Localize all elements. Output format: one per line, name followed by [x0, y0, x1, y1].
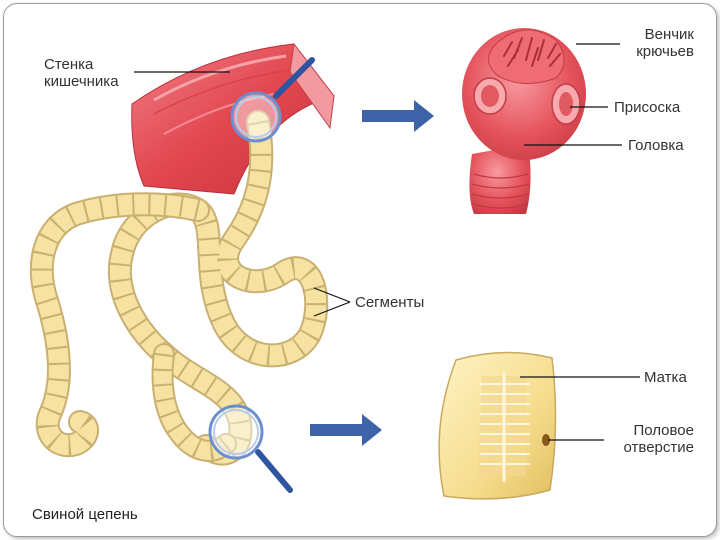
label-sucker: Присоска — [614, 99, 680, 116]
label-intestine-wall: Стенка кишечника — [44, 56, 119, 90]
label-genital-opening: Половое отверстие — [602, 422, 694, 456]
figure-caption: Свиной цепень — [32, 506, 138, 523]
panel-background — [32, 10, 698, 532]
slide-frame: Стенка кишечника Венчик крючьев Присоска… — [3, 3, 717, 537]
label-uterus: Матка — [644, 369, 687, 386]
label-head: Головка — [628, 137, 684, 154]
proglottid — [439, 352, 555, 498]
label-hook-crown: Венчик крючьев — [604, 26, 694, 60]
label-segments: Сегменты — [355, 294, 424, 311]
